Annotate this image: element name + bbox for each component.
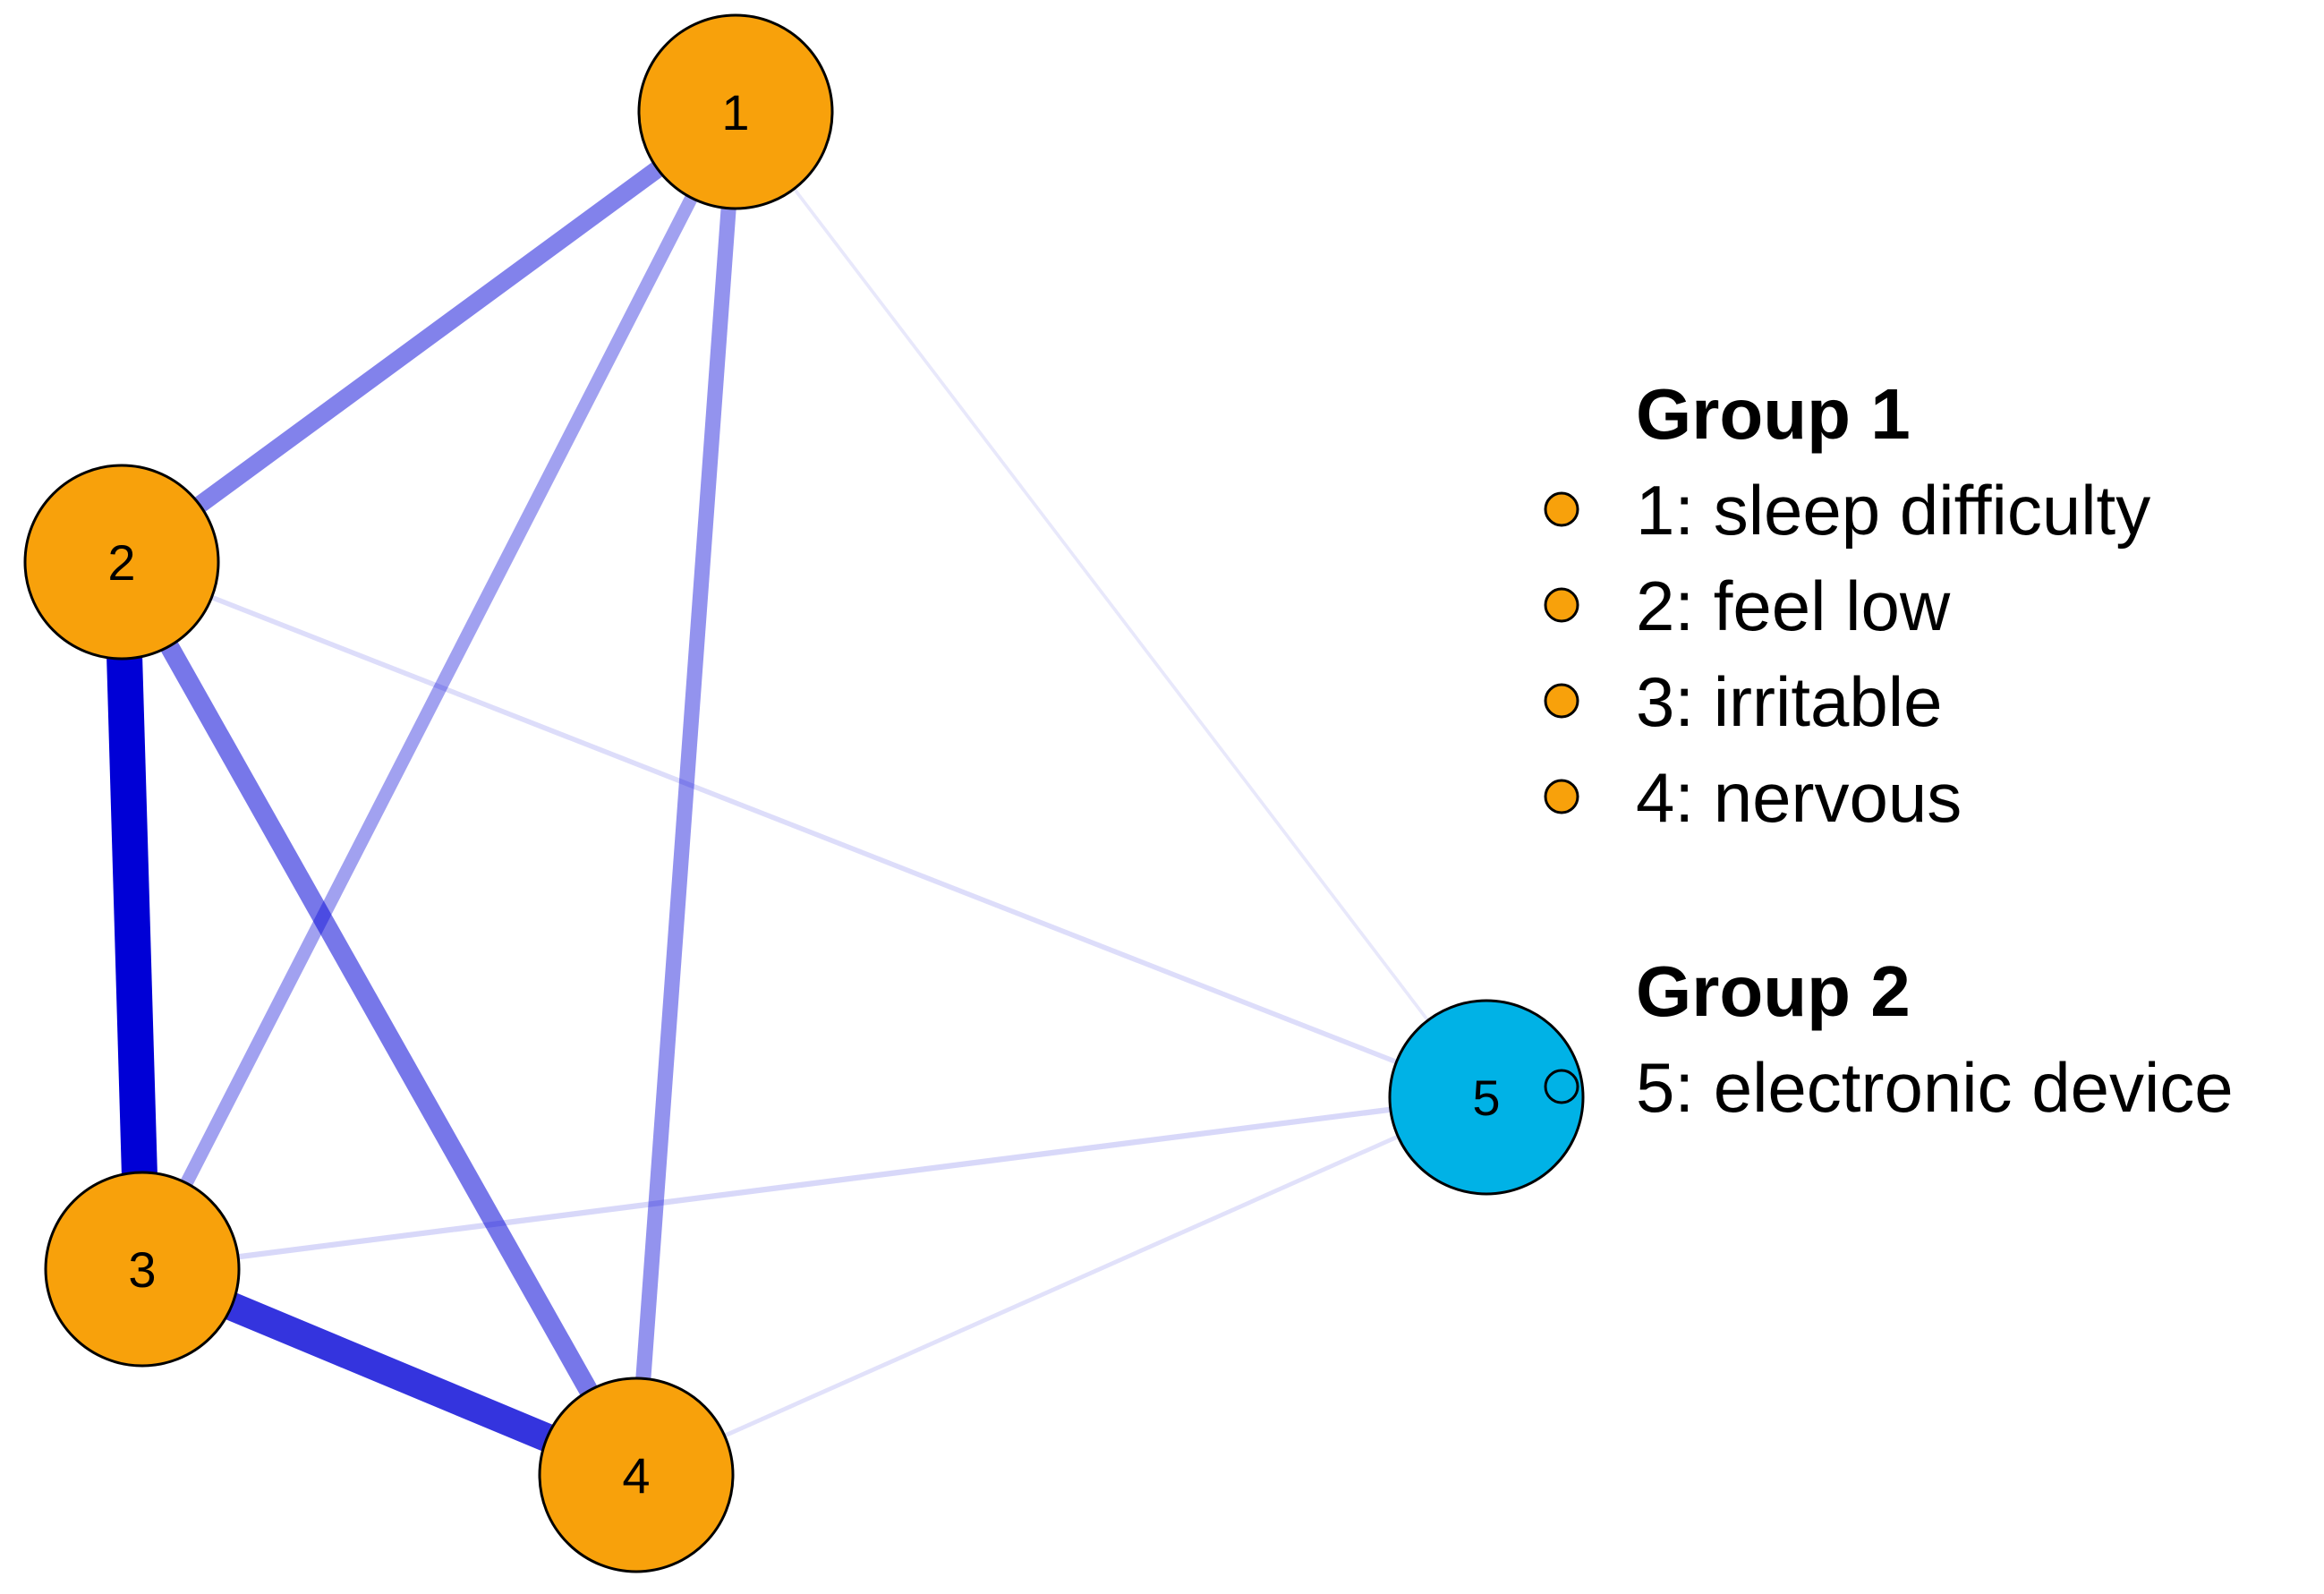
node-5: 5 (1388, 999, 1585, 1196)
node-label-3: 3 (128, 1241, 156, 1298)
edge-1-4 (628, 111, 744, 1476)
legend-item: 4: nervous (1636, 758, 1962, 837)
legend-item: 2: feel low (1636, 567, 1951, 645)
legend-group-title: Group 2 (1636, 951, 1911, 1031)
legend-marker-icon (1544, 779, 1579, 814)
edge-2-3 (104, 561, 160, 1270)
edge-1-2 (116, 105, 741, 569)
legend-item: 1: sleep difficulty (1636, 471, 2150, 550)
edge-4-5 (635, 1095, 1487, 1478)
edges (104, 105, 1488, 1488)
node-circle-5 (1388, 999, 1585, 1196)
node-label-2: 2 (107, 534, 135, 591)
nodes: 1 2 3 4 5 (23, 13, 1585, 1573)
node-label-5: 5 (1472, 1070, 1500, 1126)
edge-2-4 (113, 557, 645, 1480)
node-circle-1 (637, 13, 834, 210)
legend-marker-icon (1544, 1069, 1579, 1104)
legend-item: 5: electronic device (1636, 1048, 2234, 1127)
node-circle-4 (538, 1377, 735, 1573)
node-1: 1 (637, 13, 834, 210)
node-label-4: 4 (622, 1447, 650, 1504)
legend-group-title: Group 1 (1636, 374, 1911, 454)
node-circle-2 (23, 464, 220, 661)
node-label-1: 1 (721, 84, 749, 141)
legend: Group 1 1: sleep difficulty 2: feel low 3: … (1544, 374, 2234, 1127)
node-2: 2 (23, 464, 220, 661)
legend-group-1: Group 1 1: sleep difficulty 2: feel low 3: … (1544, 374, 2150, 837)
legend-marker-icon (1544, 683, 1579, 719)
node-3: 3 (44, 1171, 241, 1368)
legend-item: 3: irritable (1636, 662, 1942, 741)
node-4: 4 (538, 1377, 735, 1573)
legend-marker-icon (1544, 491, 1579, 527)
edge-2-5 (120, 559, 1488, 1100)
edge-1-3 (136, 108, 742, 1273)
edge-1-5 (734, 110, 1488, 1099)
legend-marker-icon (1544, 587, 1579, 623)
edge-3-5 (141, 1094, 1487, 1273)
legend-group-2: Group 2 5: electronic device (1544, 951, 2234, 1127)
node-circle-3 (44, 1171, 241, 1368)
